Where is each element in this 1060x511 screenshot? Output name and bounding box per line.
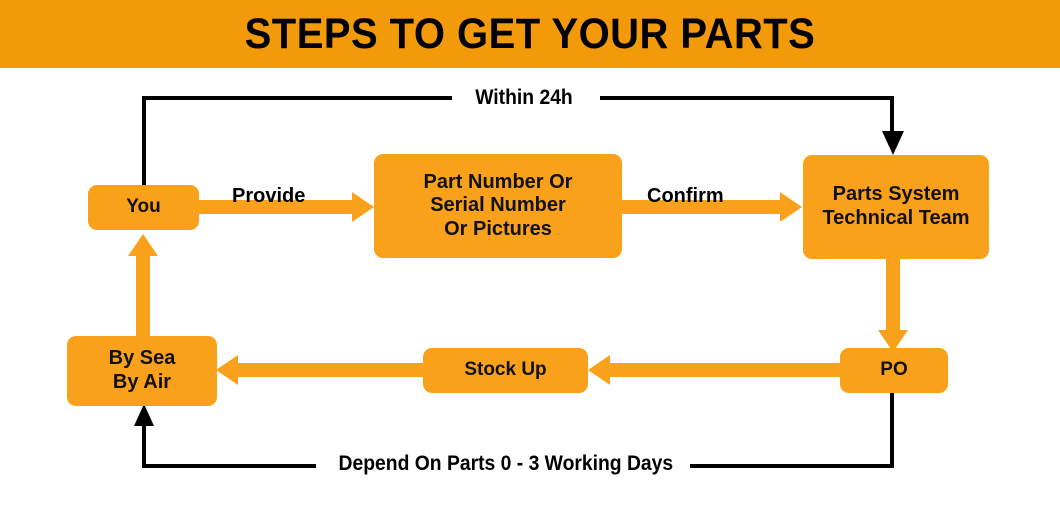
feedback-top-horizontal-left-segment <box>142 96 452 100</box>
feedback-bottom-arrowhead-icon <box>134 404 154 426</box>
feedback-top-horizontal-right-segment <box>600 96 894 100</box>
node-you-line1: You <box>126 196 161 218</box>
edge-partnumber-to-team-arrowhead-icon <box>780 192 802 222</box>
edge-you-to-partnumber-line <box>197 200 353 214</box>
edge-label-within-24h: Within 24h <box>467 86 581 110</box>
header-banner: STEPS TO GET YOUR PARTS <box>0 0 1060 68</box>
edge-team-to-po-line <box>886 256 900 334</box>
node-part-number[interactable]: Part Number Or Serial Number Or Pictures <box>374 154 622 258</box>
edge-po-to-stock-line <box>610 363 842 377</box>
edge-stock-to-sea-arrowhead-icon <box>216 355 238 385</box>
node-team-line2: Technical Team <box>822 207 970 229</box>
node-you[interactable]: You <box>88 185 199 230</box>
edge-sea-to-you-arrowhead-icon <box>128 234 158 256</box>
node-parts-system-technical-team[interactable]: Parts System Technical Team <box>803 155 989 259</box>
node-team-line1: Parts System <box>832 183 960 206</box>
node-po-line1: PO <box>880 359 908 381</box>
node-by-sea-by-air-line2: By Air <box>112 371 172 393</box>
node-part-number-line1: Part Number Or <box>423 170 573 193</box>
edge-stock-to-sea-line <box>238 363 426 377</box>
feedback-top-arrowhead-icon <box>882 131 904 155</box>
feedback-bottom-right-segment <box>890 392 894 468</box>
edge-team-to-po-arrowhead-icon <box>878 330 908 352</box>
feedback-bottom-horizontal-right-segment <box>690 464 894 468</box>
node-stock-up[interactable]: Stock Up <box>423 348 588 393</box>
edge-you-to-partnumber-arrowhead-icon <box>352 192 374 222</box>
edge-sea-to-you-line <box>136 255 150 339</box>
edge-po-to-stock-arrowhead-icon <box>588 355 610 385</box>
node-part-number-line2: Serial Number <box>430 194 566 217</box>
edge-label-depend-on-parts: Depend On Parts 0 - 3 Working Days <box>331 452 681 476</box>
page-title: STEPS TO GET YOUR PARTS <box>244 9 816 58</box>
feedback-bottom-left-segment <box>142 425 146 468</box>
node-by-sea-by-air-line1: By Sea <box>108 347 176 370</box>
edge-partnumber-to-team-line <box>621 200 781 214</box>
node-stock-up-line1: Stock Up <box>464 359 547 381</box>
feedback-bottom-horizontal-left-segment <box>142 464 316 468</box>
edge-label-provide: Provide <box>232 185 306 207</box>
node-po[interactable]: PO <box>840 348 948 393</box>
edge-label-confirm: Confirm <box>647 185 724 207</box>
node-by-sea-by-air[interactable]: By Sea By Air <box>67 336 217 406</box>
node-part-number-line3: Or Pictures <box>444 217 552 240</box>
feedback-top-left-segment <box>142 96 146 186</box>
feedback-top-right-segment <box>890 96 894 134</box>
